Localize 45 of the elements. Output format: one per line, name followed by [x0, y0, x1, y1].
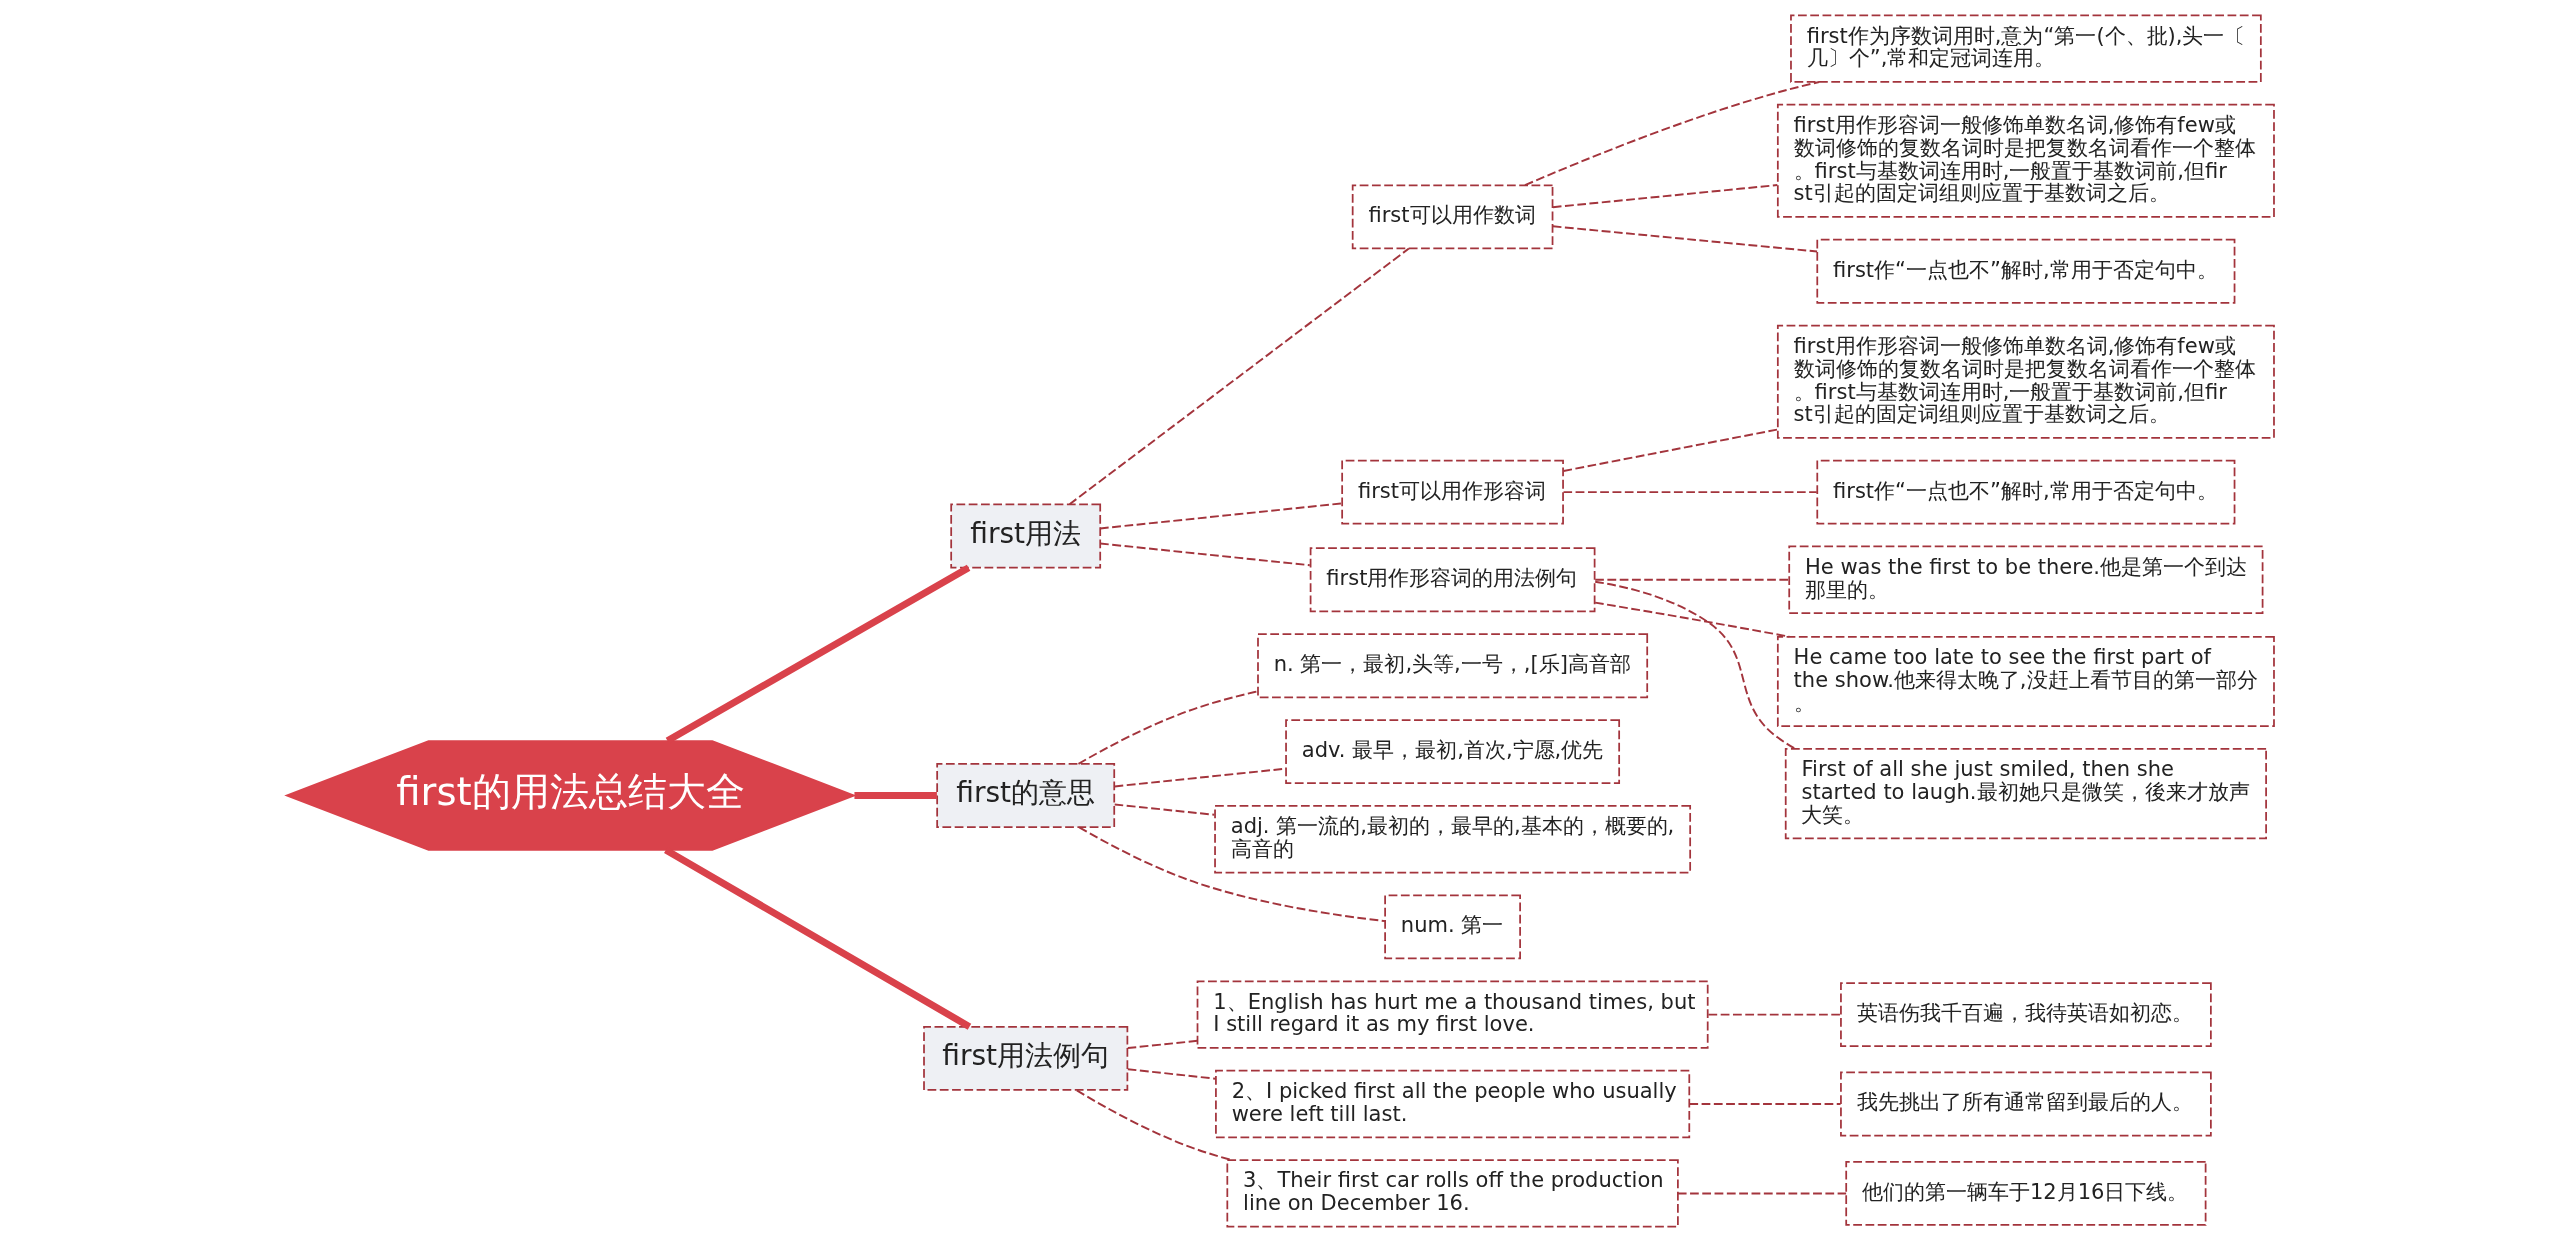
node-box: first作“一点也不”解时,常用于否定句中。 — [1815, 459, 2235, 525]
node-box: first用法 — [949, 503, 1101, 569]
node-box: First of all she just smiled, then she started to laugh.最初她只是微笑，後来才放声大笑。 — [1784, 748, 2267, 840]
node-box: first可以用作形容词 — [1340, 459, 1564, 525]
node-box: first作“一点也不”解时,常用于否定句中。 — [1815, 238, 2235, 304]
connector — [853, 791, 937, 799]
node-box: He came too late to see the first part of the show.他来得太晚了,没赶上看节目的第一部分。 — [1776, 635, 2275, 728]
connector — [1523, 81, 1820, 187]
node-box: first用作形容词一般修饰单数名词,修饰有few或数词修饰的复数名词时是把复数名词看作一个整体。first与基数词连用时,一般置于基数词前,但first引起的固定词组则应置于基数词之后。 — [1776, 103, 2275, 218]
node-box: first的意思 — [935, 763, 1115, 828]
connector — [1126, 1039, 1198, 1049]
node-box: first用作形容词的用法例句 — [1309, 547, 1595, 613]
connector — [1676, 1192, 1847, 1195]
node-box: 他们的第一辆车于12月16日下线。 — [1844, 1161, 2206, 1226]
connector — [1562, 491, 1818, 494]
connector — [1562, 428, 1779, 472]
node-box: He was the first to be there.他是第一个到达那里的。 — [1787, 545, 2263, 614]
node-box: first可以用作数词 — [1351, 184, 1553, 250]
node-box: n. 第一，最初,头等,一号，,[乐]高音部 — [1256, 633, 1648, 699]
connector — [665, 564, 970, 744]
node-box: first用作形容词一般修饰单数名词,修饰有few或数词修饰的复数名词时是把复数名词看作一个整体。first与基数词连用时,一般置于基数词前,但first引起的固定词组则应置于基数词之后。 — [1776, 324, 2275, 439]
connector — [1551, 184, 1778, 209]
connector — [1706, 1013, 1842, 1016]
connector — [1126, 1068, 1217, 1080]
node-box: first作为序数词用时,意为“第一(个、批),头一〔几〕个”,常和定冠词连用。 — [1789, 14, 2262, 83]
connector — [1551, 225, 1818, 253]
connector — [1077, 826, 1386, 923]
connector — [1113, 803, 1215, 816]
connector — [1098, 542, 1311, 567]
connector — [1075, 1089, 1232, 1161]
connector — [1687, 1103, 1842, 1105]
node-box: 3、Their first car rolls off the production line on December 16. — [1225, 1159, 1679, 1228]
connector — [1068, 247, 1410, 506]
connector — [1077, 690, 1259, 765]
connector — [1098, 502, 1343, 530]
node-box: 2、I picked first all the people who usually were left till last. — [1214, 1069, 1690, 1139]
node-box: 我先挑出了所有通常留到最后的人。 — [1839, 1071, 2212, 1137]
node-box: 1、English has hurt me a thousand times, but I still regard it as my first love. — [1196, 980, 1709, 1049]
node-box: adj. 第一流的,最初的，最早的,基本的，概要的,高音的 — [1213, 805, 1691, 874]
node-box: adv. 最早，最初,首次,宁愿,优先 — [1284, 719, 1620, 785]
node-box: 英语伤我千百遍，我待英语如初恋。 — [1839, 982, 2212, 1048]
node-box: num. 第一 — [1383, 894, 1521, 960]
connector — [1593, 578, 1790, 581]
connector — [1593, 580, 1796, 750]
node-box: first用法例句 — [922, 1026, 1128, 1091]
